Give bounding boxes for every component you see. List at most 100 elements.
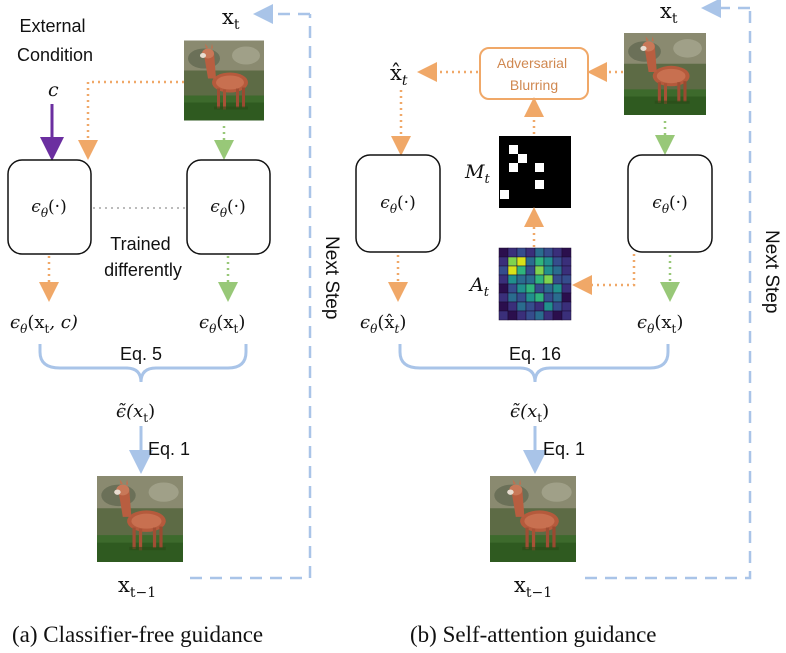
attention-cell xyxy=(498,292,509,303)
attention-map xyxy=(498,247,572,321)
attention-cell xyxy=(498,256,509,267)
attention-cell xyxy=(507,292,518,303)
attention-cell xyxy=(552,301,563,312)
caption-a: (a) Classifier-free guidance xyxy=(12,622,263,647)
left-orange-input-arrow xyxy=(78,80,184,160)
mask-label: Mt xyxy=(464,161,490,187)
attention-cell xyxy=(552,310,563,321)
attention-cell xyxy=(552,265,563,276)
attention-cell xyxy=(534,292,545,303)
left-next-step-label: Next Step xyxy=(321,236,342,319)
right-left-output-label: ϵθ(x̂t) xyxy=(360,312,406,336)
attention-cell xyxy=(525,247,536,258)
left-xt-label: xt xyxy=(222,5,240,33)
attention-cell xyxy=(507,310,518,321)
attention-cell xyxy=(516,274,527,285)
left-combine-bracket xyxy=(38,344,248,383)
attention-cell xyxy=(516,247,527,258)
trained-differently-label: Trained differently xyxy=(104,234,182,280)
attention-cell xyxy=(543,274,554,285)
left-next-step-loop xyxy=(190,14,312,580)
caption-b: (b) Self-attention guidance xyxy=(410,622,657,647)
attention-cell xyxy=(543,301,554,312)
attention-cell xyxy=(498,310,509,321)
attention-cell xyxy=(516,283,527,294)
attention-cell xyxy=(561,274,572,285)
left-conditional-model-label: ϵθ(·) xyxy=(31,197,66,220)
attention-label: At xyxy=(468,274,490,300)
left-eq1-label: Eq. 1 xyxy=(148,439,190,459)
adversarial-blurring-label: Adversarial Blurring xyxy=(497,55,571,93)
left-conditional-model xyxy=(7,159,92,255)
attention-cell xyxy=(516,310,527,321)
attention-cell xyxy=(561,292,572,303)
right-xt-label: xt xyxy=(660,0,678,27)
external-condition-label: External Condition xyxy=(17,16,93,65)
attention-cell xyxy=(543,256,554,267)
right-right-model xyxy=(627,154,713,253)
left-output-image xyxy=(97,476,183,562)
right-next-step-label: Next Step xyxy=(761,230,782,313)
condition-c-label: c xyxy=(48,79,59,101)
attention-cell xyxy=(552,256,563,267)
left-xprev-label: xt−1 xyxy=(118,573,156,601)
left-cond-output-label: ϵθ(xt, c) xyxy=(10,312,78,336)
left-eps-tilde-label: ϵ̃(xt) xyxy=(116,401,155,425)
attention-cell xyxy=(561,256,572,267)
xhat-label: x̂t xyxy=(390,61,408,89)
left-eq5-label: Eq. 5 xyxy=(120,344,162,364)
attention-cell xyxy=(534,247,545,258)
right-next-step-loop xyxy=(585,8,752,580)
attention-cell xyxy=(507,247,518,258)
panel-self-attention: xt Adversarial Blurring x̂t Mt xyxy=(355,0,782,647)
attention-cell xyxy=(525,301,536,312)
panel-classifier-free: External Condition c xt ϵθ(·) ϵθ(·) Trai… xyxy=(7,4,342,647)
attention-cell xyxy=(516,301,527,312)
right-eq16-label: Eq. 16 xyxy=(509,344,561,364)
attention-cell xyxy=(552,247,563,258)
attention-cell xyxy=(543,292,554,303)
attention-cell xyxy=(525,283,536,294)
right-left-model-label: ϵθ(·) xyxy=(380,193,415,216)
right-combine-bracket xyxy=(398,344,670,383)
left-uncond-output-label: ϵθ(xt) xyxy=(199,312,245,336)
attention-cell xyxy=(525,310,536,321)
attention-cell xyxy=(543,283,554,294)
attention-cell xyxy=(507,301,518,312)
mask-patches xyxy=(500,145,544,199)
attention-cell xyxy=(507,256,518,267)
attention-cell xyxy=(516,265,527,276)
right-right-model-label: ϵθ(·) xyxy=(652,193,687,216)
right-input-image xyxy=(624,33,706,115)
attention-cell xyxy=(516,292,527,303)
attention-cell xyxy=(561,283,572,294)
attention-cell xyxy=(561,310,572,321)
attention-cell xyxy=(498,247,509,258)
attention-cell xyxy=(525,265,536,276)
attention-cell xyxy=(534,301,545,312)
right-left-model xyxy=(355,154,441,253)
attention-cell xyxy=(498,274,509,285)
attention-cell xyxy=(543,247,554,258)
model-to-attention-arrow xyxy=(572,254,636,295)
attention-cell xyxy=(534,310,545,321)
attention-cell xyxy=(534,265,545,276)
attention-cell xyxy=(561,247,572,258)
left-unconditional-model xyxy=(186,159,271,255)
attention-cell xyxy=(543,265,554,276)
attention-cell xyxy=(498,265,509,276)
right-eq1-label: Eq. 1 xyxy=(543,439,585,459)
right-xprev-label: xt−1 xyxy=(514,573,552,601)
right-output-image xyxy=(490,476,576,562)
attention-cell xyxy=(534,274,545,285)
attention-cell xyxy=(561,301,572,312)
attention-cell xyxy=(534,256,545,267)
attention-cell xyxy=(498,283,509,294)
left-input-image xyxy=(184,40,264,121)
attention-cell xyxy=(516,256,527,267)
attention-cell xyxy=(552,274,563,285)
attention-cell xyxy=(507,274,518,285)
attention-cell xyxy=(525,292,536,303)
right-eps-tilde-label: ϵ̃(xt) xyxy=(510,401,549,425)
